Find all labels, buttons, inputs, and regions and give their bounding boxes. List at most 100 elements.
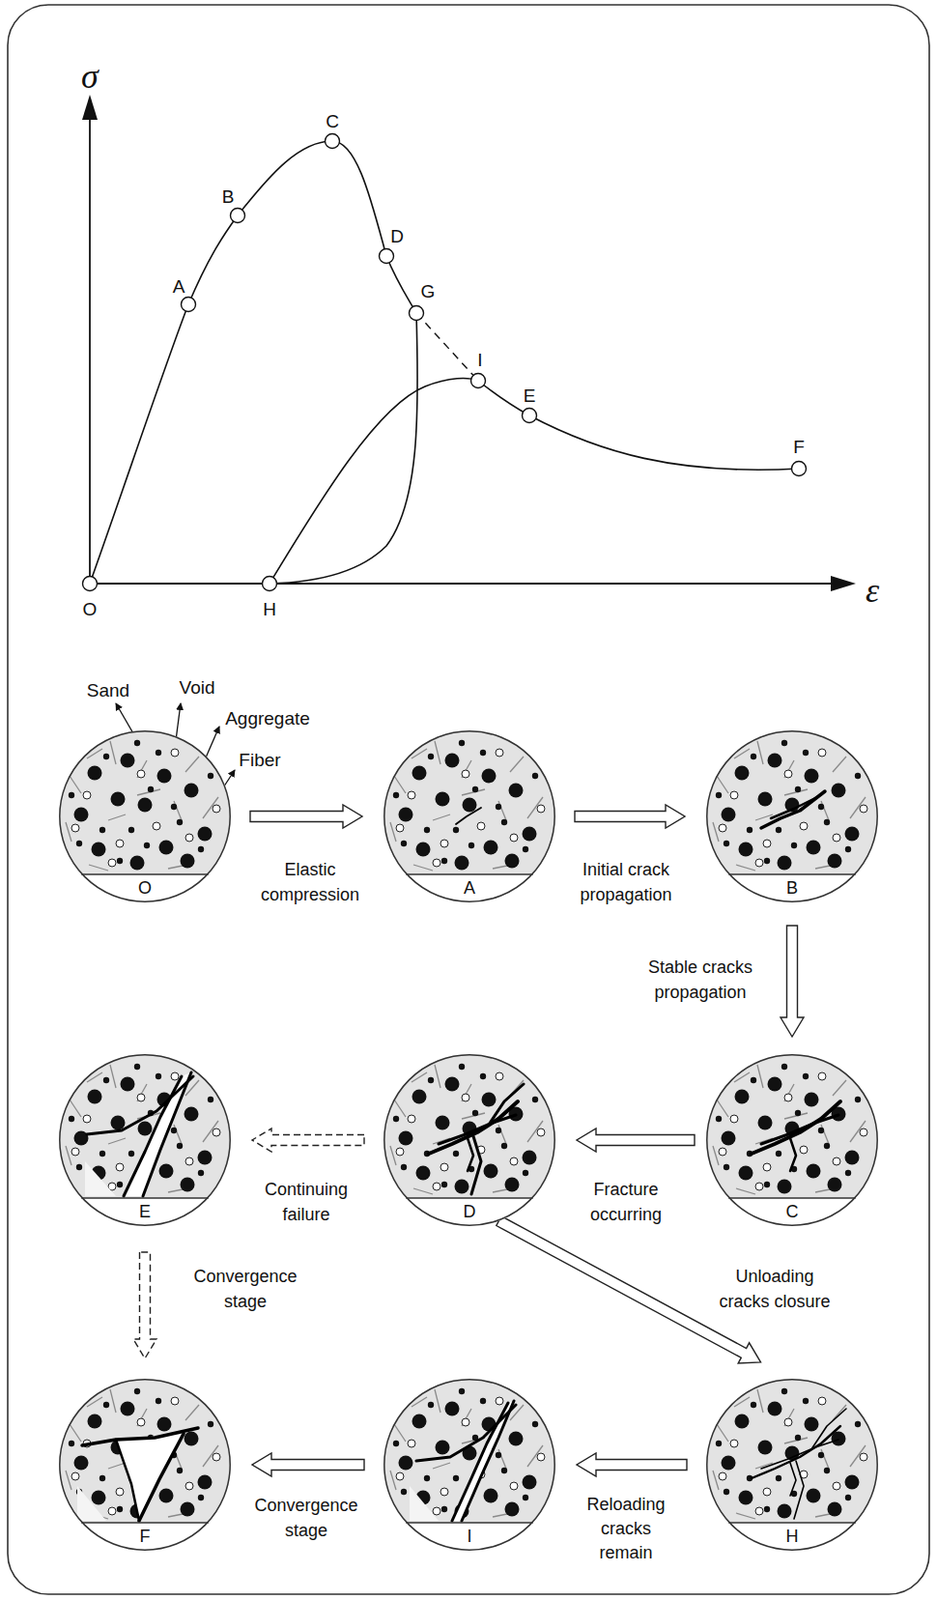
- sand: [458, 1388, 465, 1394]
- void: [730, 1439, 739, 1448]
- curve-point: [181, 297, 197, 313]
- stage-illustration: [58, 1378, 231, 1551]
- aggregate: [398, 1455, 414, 1471]
- callout-label: Sand: [86, 681, 130, 700]
- block-arrow: [576, 1452, 687, 1477]
- fiber: [394, 1099, 406, 1117]
- segment-box: D: [383, 1197, 556, 1224]
- sand: [134, 1063, 141, 1070]
- void: [510, 1481, 518, 1490]
- concrete-matrix: [383, 730, 556, 903]
- aggregate: [180, 853, 196, 869]
- aggregate: [398, 1131, 414, 1146]
- circle-outline: [59, 1054, 230, 1225]
- sand: [746, 826, 753, 833]
- sand: [170, 1127, 177, 1134]
- void: [730, 791, 739, 799]
- fiber: [757, 1389, 764, 1413]
- void: [718, 1472, 727, 1480]
- void: [763, 839, 771, 848]
- void: [83, 791, 91, 799]
- aggregate: [398, 807, 414, 823]
- sand: [522, 846, 529, 852]
- aggregate: [416, 842, 431, 857]
- edge-label: Initial crack propagation: [567, 856, 684, 908]
- aggregate: [87, 1089, 103, 1105]
- aggregate: [804, 1417, 820, 1432]
- fiber: [86, 1396, 103, 1407]
- void: [832, 1481, 841, 1490]
- fiber: [498, 1124, 507, 1144]
- aggregate: [806, 1488, 822, 1504]
- sand: [207, 772, 214, 779]
- fiber: [137, 760, 147, 778]
- void: [859, 804, 868, 813]
- segment-chord: [405, 1196, 533, 1198]
- aggregate: [120, 1077, 136, 1092]
- point-label: O: [83, 599, 98, 619]
- sand: [176, 1467, 183, 1474]
- void: [818, 748, 826, 757]
- aggregate: [412, 1414, 427, 1429]
- void: [495, 1072, 504, 1080]
- aggregate: [111, 792, 126, 807]
- stage-letter: D: [463, 1202, 477, 1221]
- aggregate: [767, 1077, 783, 1092]
- sand: [458, 739, 465, 746]
- sand: [522, 1494, 529, 1501]
- stage-letter: B: [786, 879, 798, 897]
- sand: [854, 772, 861, 779]
- void: [396, 1472, 404, 1480]
- sand: [103, 1401, 110, 1408]
- sand: [441, 1181, 448, 1188]
- crack: [438, 1114, 516, 1144]
- crack-opening: [77, 1485, 107, 1521]
- aggregate: [735, 1414, 750, 1429]
- sand: [453, 826, 459, 833]
- sand: [155, 1397, 162, 1404]
- stage-letter: E: [139, 1202, 151, 1221]
- crack: [452, 1402, 509, 1521]
- sand: [76, 840, 83, 847]
- sand: [781, 739, 788, 746]
- crack: [467, 1137, 474, 1171]
- aggregate: [454, 1179, 470, 1194]
- aggregate: [767, 753, 783, 768]
- sand: [198, 846, 204, 852]
- stage-illustration: [383, 1053, 556, 1226]
- sand: [198, 1169, 204, 1176]
- fiber: [736, 1512, 756, 1519]
- stage-circle: D: [383, 1053, 556, 1226]
- aggregate: [184, 783, 199, 798]
- segment-box: F: [58, 1522, 231, 1549]
- fiber: [88, 864, 109, 871]
- aggregate: [738, 842, 754, 857]
- aggregate: [845, 826, 860, 842]
- void: [784, 1093, 793, 1102]
- fiber: [65, 1470, 72, 1490]
- sand: [715, 1115, 722, 1122]
- aggregate: [721, 807, 737, 823]
- void: [83, 1114, 91, 1123]
- stage-letter: O: [138, 879, 152, 897]
- segment-chord: [81, 1196, 208, 1198]
- void: [396, 823, 404, 832]
- segment-chord: [728, 1196, 855, 1198]
- edge-label: Convergence stage: [187, 1263, 304, 1314]
- void: [108, 858, 116, 867]
- aggregate: [91, 842, 107, 857]
- sand: [103, 753, 110, 760]
- aggregate: [806, 1164, 822, 1179]
- fiber: [110, 740, 116, 765]
- reloading-curve: [269, 378, 479, 584]
- fiber: [411, 1396, 427, 1407]
- fiber: [498, 800, 507, 821]
- crack: [123, 1076, 182, 1196]
- aggregate: [483, 1164, 499, 1179]
- sand: [207, 1096, 214, 1103]
- aggregate: [758, 1115, 773, 1131]
- point-label: D: [390, 227, 404, 246]
- crack: [790, 1137, 796, 1171]
- aggregate: [767, 1401, 783, 1417]
- crack: [811, 1408, 847, 1449]
